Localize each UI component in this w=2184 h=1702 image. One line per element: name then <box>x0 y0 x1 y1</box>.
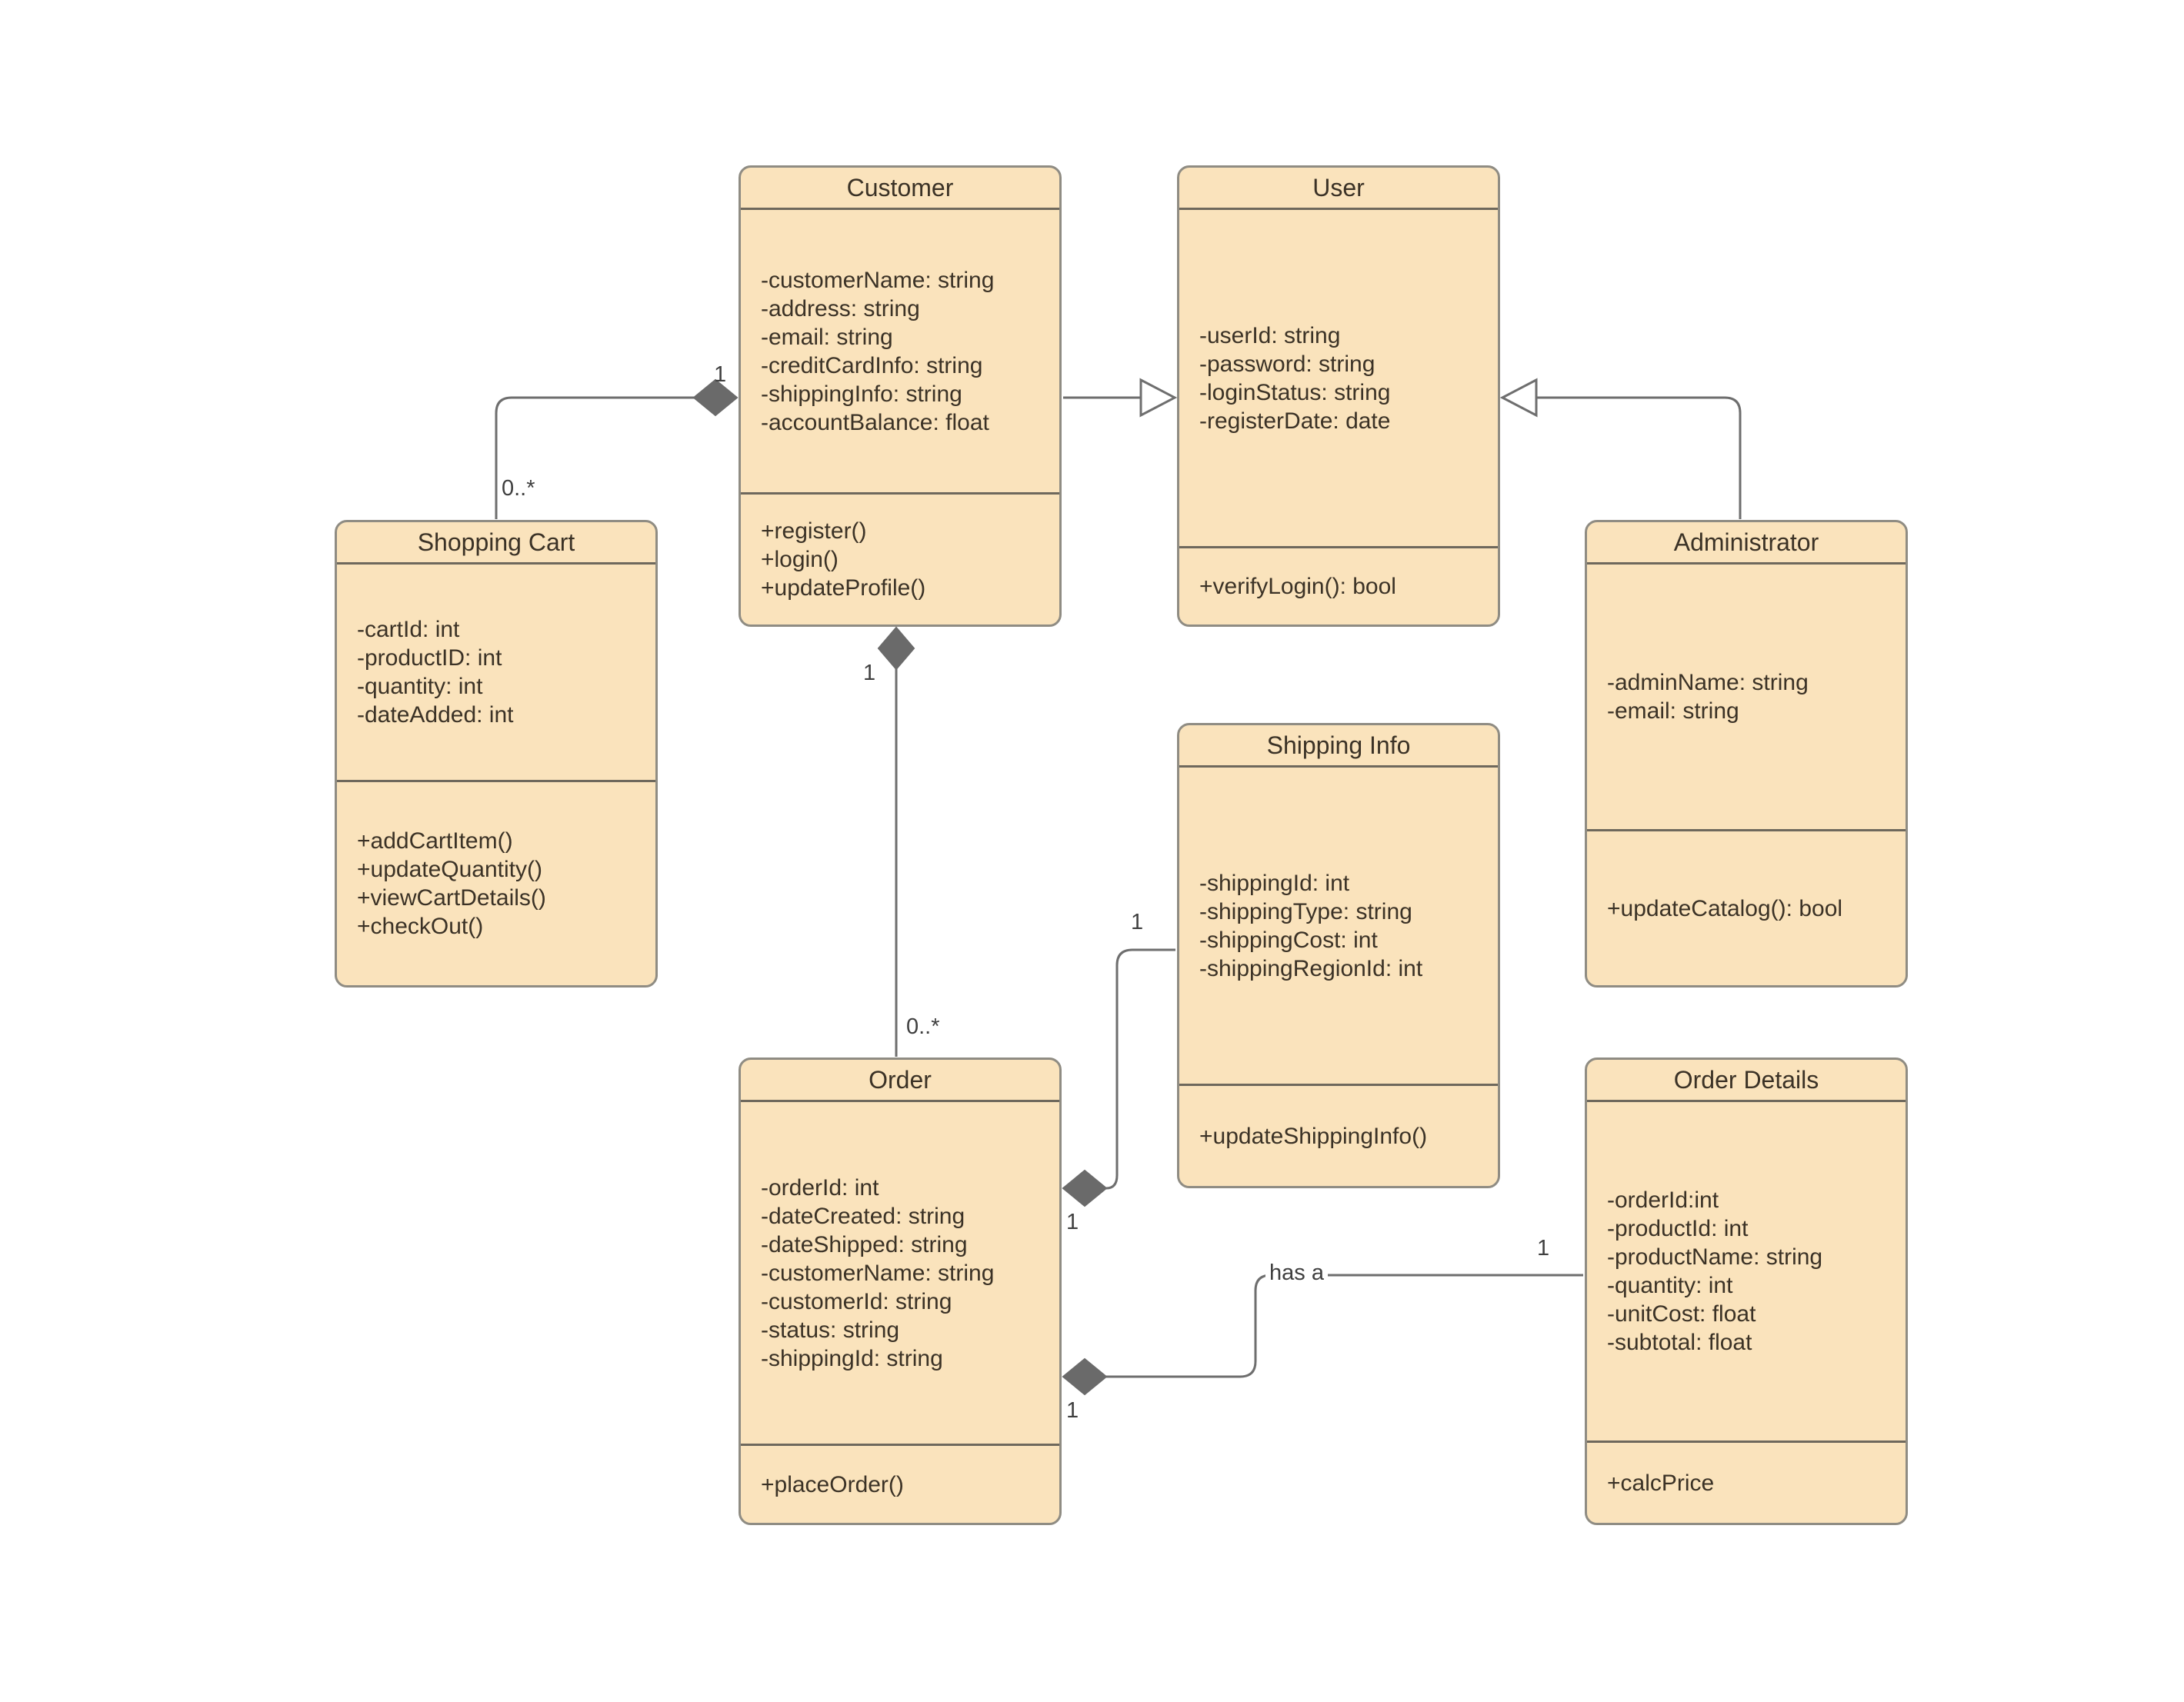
attribute: -loginStatus: string <box>1199 379 1391 405</box>
class-shopping-cart[interactable]: Shopping Cart -cartId: int -productID: i… <box>335 520 658 988</box>
multiplicity-customer-cart-many: 0..* <box>502 476 535 501</box>
attribute: -registerDate: date <box>1199 408 1391 434</box>
attribute: -dateCreated: string <box>761 1203 965 1229</box>
attribute: -dateAdded: int <box>357 702 514 728</box>
attribute: -shippingId: int <box>1199 870 1350 896</box>
class-order-methods: +placeOrder() <box>741 1444 1059 1523</box>
customer-order-aggregation <box>877 626 915 1057</box>
attribute: -address: string <box>761 295 920 321</box>
class-administrator[interactable]: Administrator -adminName: string -email:… <box>1585 520 1908 988</box>
class-shipping-info-attributes: -shippingId: int -shippingType: string -… <box>1179 765 1498 1084</box>
multiplicity-order-shipping-source: 1 <box>1066 1210 1079 1234</box>
attribute: -orderId: int <box>761 1174 879 1201</box>
class-order-title: Order <box>869 1065 932 1094</box>
class-user-title: User <box>1312 173 1365 202</box>
method: +checkOut() <box>357 914 484 939</box>
class-shopping-cart-methods: +addCartItem() +updateQuantity() +viewCa… <box>337 780 655 985</box>
generalization-arrow-icon <box>1139 378 1178 418</box>
attribute: -dateShipped: string <box>761 1231 968 1257</box>
attribute: -unitCost: float <box>1607 1301 1756 1327</box>
attribute: -orderId:int <box>1607 1187 1719 1213</box>
attribute: -productName: string <box>1607 1244 1823 1270</box>
attribute: -subtotal: float <box>1607 1330 1752 1355</box>
attribute: -productId: int <box>1607 1216 1749 1241</box>
method: +updateQuantity() <box>357 857 542 882</box>
method: +verifyLogin(): bool <box>1199 574 1396 599</box>
attribute: -userId: string <box>1199 322 1341 348</box>
multiplicity-customer-order-one: 1 <box>863 661 876 685</box>
class-shipping-info-title: Shipping Info <box>1266 731 1411 759</box>
class-customer[interactable]: Customer -customerName: string -address:… <box>739 165 1062 627</box>
attribute: -customerName: string <box>761 1260 995 1286</box>
method: +login() <box>761 547 839 572</box>
class-order[interactable]: Order -orderId: int -dateCreated: string… <box>739 1058 1062 1525</box>
multiplicity-customer-cart-one: 1 <box>714 362 727 387</box>
attribute: -adminName: string <box>1607 670 1809 695</box>
attribute: -cartId: int <box>357 617 460 642</box>
aggregation-diamond-icon <box>1062 1169 1108 1207</box>
class-user[interactable]: User -userId: string -password: string -… <box>1177 165 1500 627</box>
method: +updateCatalog(): bool <box>1607 895 1843 921</box>
attribute: -customerId: string <box>761 1288 952 1314</box>
aggregation-diamond-icon <box>1062 1357 1108 1396</box>
multiplicity-order-details-target: 1 <box>1537 1236 1550 1261</box>
class-customer-methods: +register() +login() +updateProfile() <box>741 492 1059 625</box>
method: +addCartItem() <box>357 828 513 854</box>
class-shopping-cart-title: Shopping Cart <box>417 528 575 556</box>
class-shipping-info[interactable]: Shipping Info -shippingId: int -shipping… <box>1177 723 1500 1188</box>
aggregation-diamond-icon <box>877 626 915 671</box>
multiplicity-order-details-source: 1 <box>1066 1398 1079 1423</box>
class-order-attributes: -orderId: int -dateCreated: string -date… <box>741 1100 1059 1444</box>
attribute: -password: string <box>1199 351 1375 377</box>
method: +register() <box>761 518 867 544</box>
class-administrator-methods: +updateCatalog(): bool <box>1587 829 1906 985</box>
generalization-arrow-icon <box>1499 378 1538 418</box>
association-label-has-a: has a <box>1265 1260 1328 1286</box>
attribute: -shippingInfo: string <box>761 381 962 407</box>
attribute: -quantity: int <box>357 674 483 699</box>
class-shipping-info-methods: +updateShippingInfo() <box>1179 1084 1498 1186</box>
order-shippinginfo-aggregation <box>1062 948 1175 1207</box>
class-order-details-methods: +calcPrice <box>1587 1441 1906 1523</box>
method: +placeOrder() <box>761 1471 904 1497</box>
method: +updateProfile() <box>761 575 926 601</box>
class-order-details-attributes: -orderId:int -productId: int -productNam… <box>1587 1100 1906 1441</box>
multiplicity-customer-order-many: 0..* <box>906 1014 940 1039</box>
attribute: -shippingRegionId: int <box>1199 955 1423 981</box>
class-shopping-cart-attributes: -cartId: int -productID: int -quantity: … <box>337 562 655 780</box>
method: +viewCartDetails() <box>357 885 546 911</box>
attribute: -quantity: int <box>1607 1273 1733 1298</box>
customer-user-generalization <box>1063 378 1178 418</box>
method: +calcPrice <box>1607 1470 1715 1496</box>
class-order-details[interactable]: Order Details -orderId:int -productId: i… <box>1585 1058 1908 1525</box>
attribute: -shippingType: string <box>1199 898 1412 924</box>
attribute: -status: string <box>761 1317 900 1343</box>
class-customer-title: Customer <box>846 173 954 202</box>
class-administrator-attributes: -adminName: string -email: string <box>1587 562 1906 829</box>
class-customer-attributes: -customerName: string -address: string -… <box>741 208 1059 492</box>
administrator-user-generalization <box>1499 378 1742 519</box>
attribute: -customerName: string <box>761 267 995 293</box>
order-orderdetails-aggregation <box>1062 1274 1583 1396</box>
attribute: -productID: int <box>357 645 502 671</box>
attribute: -creditCardInfo: string <box>761 352 983 378</box>
class-user-methods: +verifyLogin(): bool <box>1179 546 1498 625</box>
attribute: -accountBalance: float <box>761 409 989 435</box>
class-order-details-title: Order Details <box>1673 1065 1819 1094</box>
method: +updateShippingInfo() <box>1199 1123 1428 1149</box>
attribute: -email: string <box>761 324 893 350</box>
attribute: -shippingCost: int <box>1199 927 1378 953</box>
class-administrator-title: Administrator <box>1673 528 1819 556</box>
attribute: -shippingId: string <box>761 1345 943 1371</box>
class-user-attributes: -userId: string -password: string -login… <box>1179 208 1498 546</box>
attribute: -email: string <box>1607 698 1739 724</box>
multiplicity-order-shipping-target: 1 <box>1131 910 1144 934</box>
